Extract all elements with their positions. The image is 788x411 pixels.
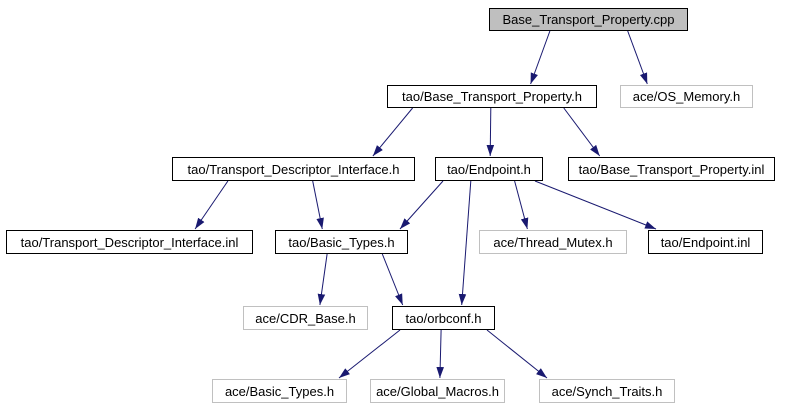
graph-node-ace_cdr_base_h[interactable]: ace/CDR_Base.h xyxy=(243,306,368,330)
graph-node-base_transport_property_cpp[interactable]: Base_Transport_Property.cpp xyxy=(489,8,688,31)
graph-node-ace_thread_mutex_h[interactable]: ace/Thread_Mutex.h xyxy=(479,230,627,254)
graph-node-tao_base_transport_property_h[interactable]: tao/Base_Transport_Property.h xyxy=(387,85,597,108)
graph-node-tao_orbconf_h[interactable]: tao/orbconf.h xyxy=(392,306,495,330)
graph-node-ace_os_memory_h[interactable]: ace/OS_Memory.h xyxy=(620,85,753,108)
graph-node-tao_base_transport_property_inl[interactable]: tao/Base_Transport_Property.inl xyxy=(568,157,775,181)
graph-node-ace_global_macros_h[interactable]: ace/Global_Macros.h xyxy=(370,379,505,403)
graph-node-tao_endpoint_inl[interactable]: tao/Endpoint.inl xyxy=(648,230,763,254)
graph-node-tao_endpoint_h[interactable]: tao/Endpoint.h xyxy=(435,157,543,181)
graph-node-tao_basic_types_h[interactable]: tao/Basic_Types.h xyxy=(275,230,408,254)
graph-node-ace_basic_types_h[interactable]: ace/Basic_Types.h xyxy=(212,379,347,403)
graph-node-ace_synch_traits_h[interactable]: ace/Synch_Traits.h xyxy=(539,379,675,403)
graph-node-tao_transport_descriptor_interface_h[interactable]: tao/Transport_Descriptor_Interface.h xyxy=(172,157,415,181)
graph-node-tao_transport_descriptor_interface_inl[interactable]: tao/Transport_Descriptor_Interface.inl xyxy=(6,230,253,254)
